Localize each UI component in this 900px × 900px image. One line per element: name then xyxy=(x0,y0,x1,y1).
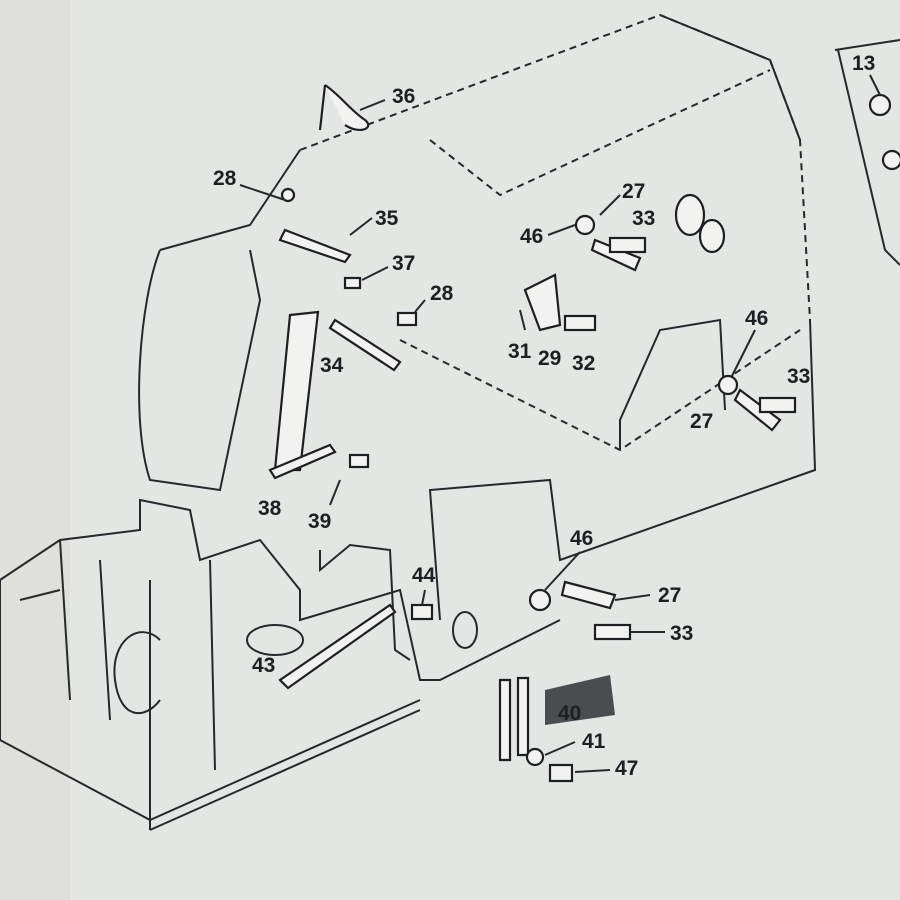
parts xyxy=(268,84,900,783)
part-33-b xyxy=(758,396,797,414)
callout-37: 37 xyxy=(392,252,415,275)
callout-41: 41 xyxy=(582,730,606,753)
part-41 xyxy=(525,747,545,767)
part-37 xyxy=(343,276,362,290)
part-46-a xyxy=(574,214,596,236)
callout-34: 34 xyxy=(320,354,344,377)
part-44 xyxy=(410,603,434,621)
part-33-a-spare2 xyxy=(698,218,726,254)
part-33-a xyxy=(608,236,647,254)
callout-39: 39 xyxy=(308,510,331,533)
part-38-bar xyxy=(268,443,337,480)
callout-47: 47 xyxy=(615,757,638,780)
callout-35: 35 xyxy=(375,207,399,230)
paper-shadow xyxy=(0,0,70,900)
part-40-shaded xyxy=(545,675,615,725)
callout-43: 43 xyxy=(252,654,275,677)
part-36 xyxy=(318,84,370,132)
part-47 xyxy=(548,763,574,783)
part-33-a-spare1 xyxy=(674,193,706,237)
part-38-plate xyxy=(273,310,320,472)
part-34 xyxy=(328,318,402,372)
callout-33: 33 xyxy=(632,207,655,230)
callout-36: 36 xyxy=(392,85,415,108)
callout-46: 46 xyxy=(520,225,543,248)
callout-labels: 36 28 35 37 28 34 46 27 33 31 29 32 46 3… xyxy=(213,52,875,780)
callout-38: 38 xyxy=(258,497,282,520)
part-39 xyxy=(348,453,370,469)
callout-27: 27 xyxy=(622,180,645,203)
callout-46: 46 xyxy=(745,307,768,330)
callout-29: 29 xyxy=(538,347,561,370)
callout-33: 33 xyxy=(670,622,693,645)
callout-27: 27 xyxy=(658,584,681,607)
part-27-c xyxy=(560,580,617,610)
callout-31: 31 xyxy=(508,340,532,363)
callout-32: 32 xyxy=(572,352,595,375)
part-46-c xyxy=(528,588,552,612)
part-33-c xyxy=(593,623,632,641)
callout-28: 28 xyxy=(430,282,454,305)
callout-28: 28 xyxy=(213,167,237,190)
callout-44: 44 xyxy=(412,564,436,587)
part-46-b xyxy=(717,374,739,396)
part-13-b xyxy=(881,149,900,171)
callout-33: 33 xyxy=(787,365,810,388)
part-29 xyxy=(523,273,562,332)
part-13 xyxy=(868,93,892,117)
callout-46: 46 xyxy=(570,527,593,550)
part-43 xyxy=(278,603,397,690)
part-28-screw-b xyxy=(396,311,418,327)
part-35 xyxy=(278,228,352,264)
callout-27: 27 xyxy=(690,410,713,433)
part-32 xyxy=(563,314,597,332)
leader-lines xyxy=(239,74,881,773)
machine-body-outline xyxy=(0,13,900,831)
callout-40: 40 xyxy=(558,702,581,725)
part-28-screw xyxy=(280,187,296,203)
callout-13: 13 xyxy=(852,52,875,75)
